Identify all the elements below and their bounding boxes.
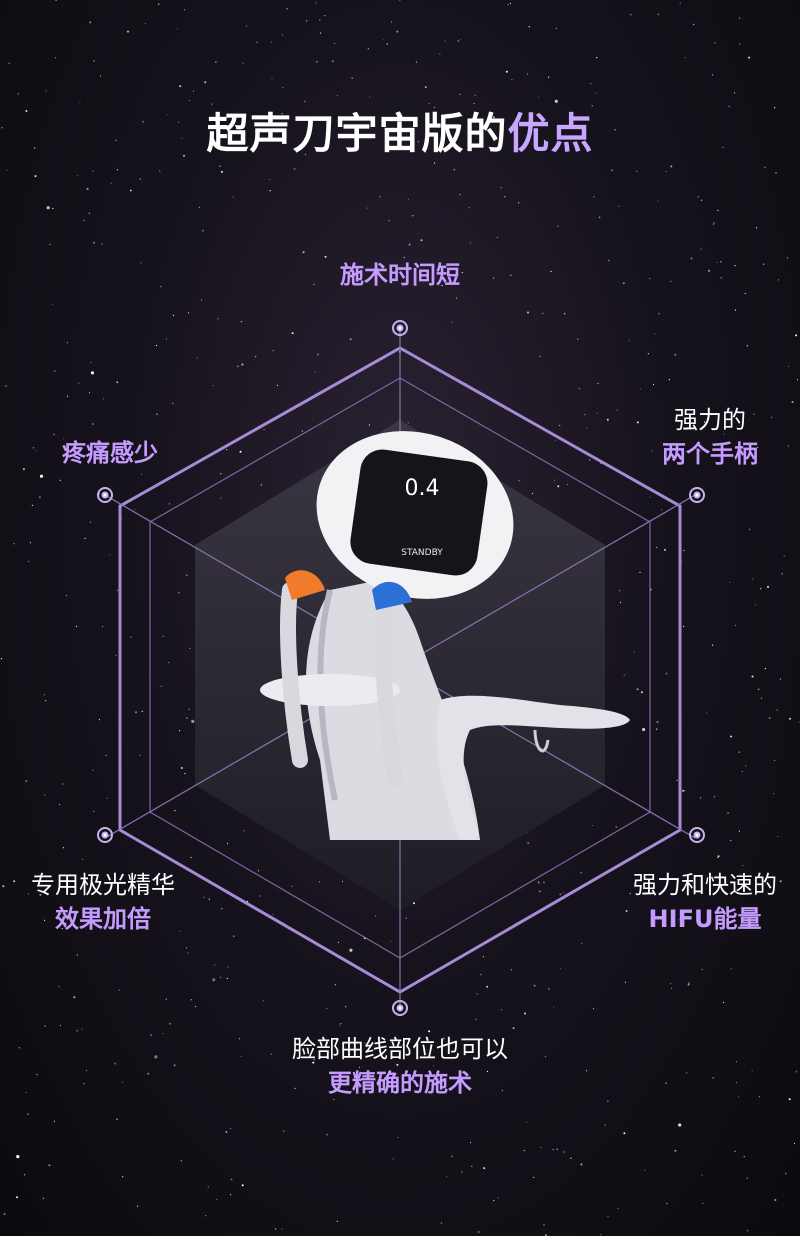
feature-top-highlight: 施术时间短	[340, 261, 460, 289]
feature-upper-right-line1: 强力的	[674, 406, 746, 434]
feature-bottom-line1: 脸部曲线部位也可以	[292, 1035, 508, 1063]
feature-upper-left-highlight: 疼痛感少	[62, 439, 158, 467]
feature-upper-right: 强力的 两个手柄	[620, 403, 800, 471]
ultrasound-device-illustration: 0.4 STANDBY	[260, 431, 630, 840]
device-screen-value: 0.4	[405, 476, 440, 501]
feature-lower-right-highlight: HIFU能量	[648, 905, 762, 933]
feature-lower-left-highlight: 效果加倍	[55, 905, 151, 933]
vertex-markers	[97, 320, 705, 1016]
feature-lower-right: 强力和快速的 HIFU能量	[610, 868, 800, 936]
page-title: 超声刀宇宙版的优点	[0, 100, 800, 161]
feature-bottom: 脸部曲线部位也可以 更精确的施术	[240, 1032, 560, 1100]
title-accent: 优点	[507, 109, 594, 158]
feature-bottom-highlight: 更精确的施术	[328, 1069, 472, 1097]
feature-upper-right-highlight: 两个手柄	[662, 440, 758, 468]
feature-lower-right-line1: 强力和快速的	[633, 871, 777, 899]
feature-upper-left: 疼痛感少	[20, 436, 200, 470]
title-main: 超声刀宇宙版的	[206, 109, 508, 158]
device-screen-status: STANDBY	[401, 548, 443, 558]
feature-lower-left: 专用极光精华 效果加倍	[0, 868, 206, 936]
feature-top: 施术时间短	[300, 258, 500, 292]
feature-lower-left-line1: 专用极光精华	[31, 871, 175, 899]
